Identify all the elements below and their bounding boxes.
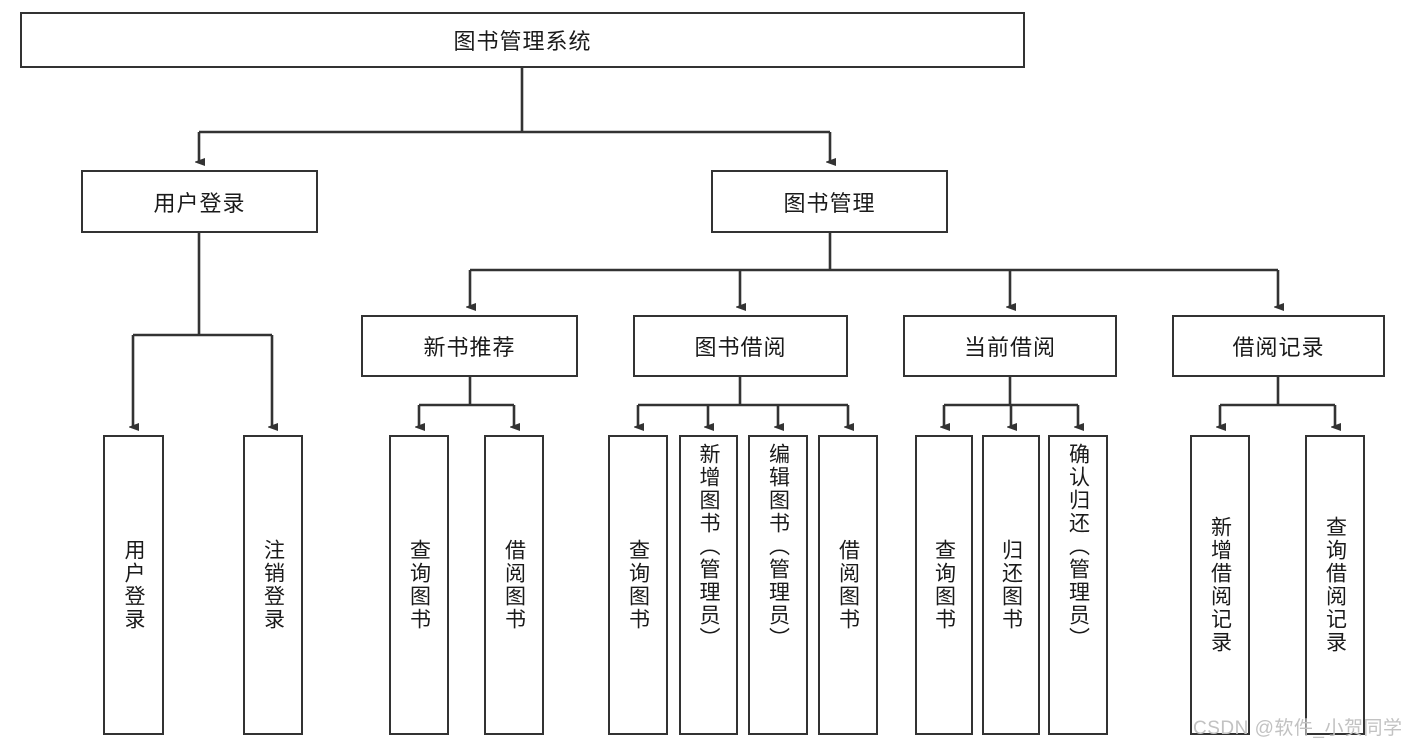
node-root-system[interactable]: 图书管理系统 — [20, 12, 1025, 68]
node-book-borrow[interactable]: 图书借阅 — [633, 315, 848, 377]
node-label: 借阅图书 — [836, 539, 860, 631]
node-label: 注销登录 — [261, 539, 285, 631]
leaf-borrow-record-query[interactable]: 查询借阅记录 — [1305, 435, 1365, 735]
node-current-borrow[interactable]: 当前借阅 — [903, 315, 1117, 377]
leaf-book-borrow-edit[interactable]: 编辑图书（管理员） — [748, 435, 808, 735]
node-label: 图书管理系统 — [453, 29, 592, 54]
node-label: 查询图书 — [407, 539, 431, 631]
node-label: 查询图书 — [626, 539, 650, 631]
node-label: 归还图书 — [999, 539, 1023, 631]
node-label: 用户登录 — [153, 190, 246, 216]
watermark-text: CSDN @软件_小贺同学 — [1193, 718, 1403, 739]
leaf-current-borrow-confirm-return[interactable]: 确认归还（管理员） — [1048, 435, 1108, 735]
node-borrow-record[interactable]: 借阅记录 — [1172, 315, 1385, 377]
node-label: 查询借阅记录 — [1323, 516, 1347, 654]
leaf-new-book-borrow[interactable]: 借阅图书 — [484, 435, 544, 735]
leaf-book-borrow-query[interactable]: 查询图书 — [608, 435, 668, 735]
node-label: 借阅记录 — [1232, 335, 1325, 360]
node-label: 借阅图书 — [502, 539, 526, 631]
node-label: 新书推荐 — [423, 335, 516, 360]
leaf-current-borrow-query[interactable]: 查询图书 — [915, 435, 973, 735]
node-label: 编辑图书（管理员） — [766, 443, 790, 650]
node-label: 图书借阅 — [694, 335, 787, 360]
leaf-current-borrow-return[interactable]: 归还图书 — [982, 435, 1040, 735]
leaf-book-borrow-lend[interactable]: 借阅图书 — [818, 435, 878, 735]
node-new-book-recommend[interactable]: 新书推荐 — [361, 315, 578, 377]
leaf-user-login-signout[interactable]: 注销登录 — [243, 435, 303, 735]
node-label: 查询图书 — [932, 539, 956, 631]
leaf-user-login-signin[interactable]: 用户登录 — [103, 435, 164, 735]
node-label: 用户登录 — [122, 539, 145, 631]
leaf-book-borrow-add[interactable]: 新增图书（管理员） — [679, 435, 738, 735]
node-label: 当前借阅 — [963, 335, 1056, 360]
node-user-login[interactable]: 用户登录 — [81, 170, 318, 233]
node-label: 新增图书（管理员） — [697, 443, 720, 650]
node-label: 图书管理 — [783, 190, 876, 216]
leaf-borrow-record-add[interactable]: 新增借阅记录 — [1190, 435, 1250, 735]
leaf-new-book-query[interactable]: 查询图书 — [389, 435, 449, 735]
node-label: 新增借阅记录 — [1208, 516, 1232, 654]
node-book-management[interactable]: 图书管理 — [711, 170, 948, 233]
node-label: 确认归还（管理员） — [1066, 443, 1090, 650]
